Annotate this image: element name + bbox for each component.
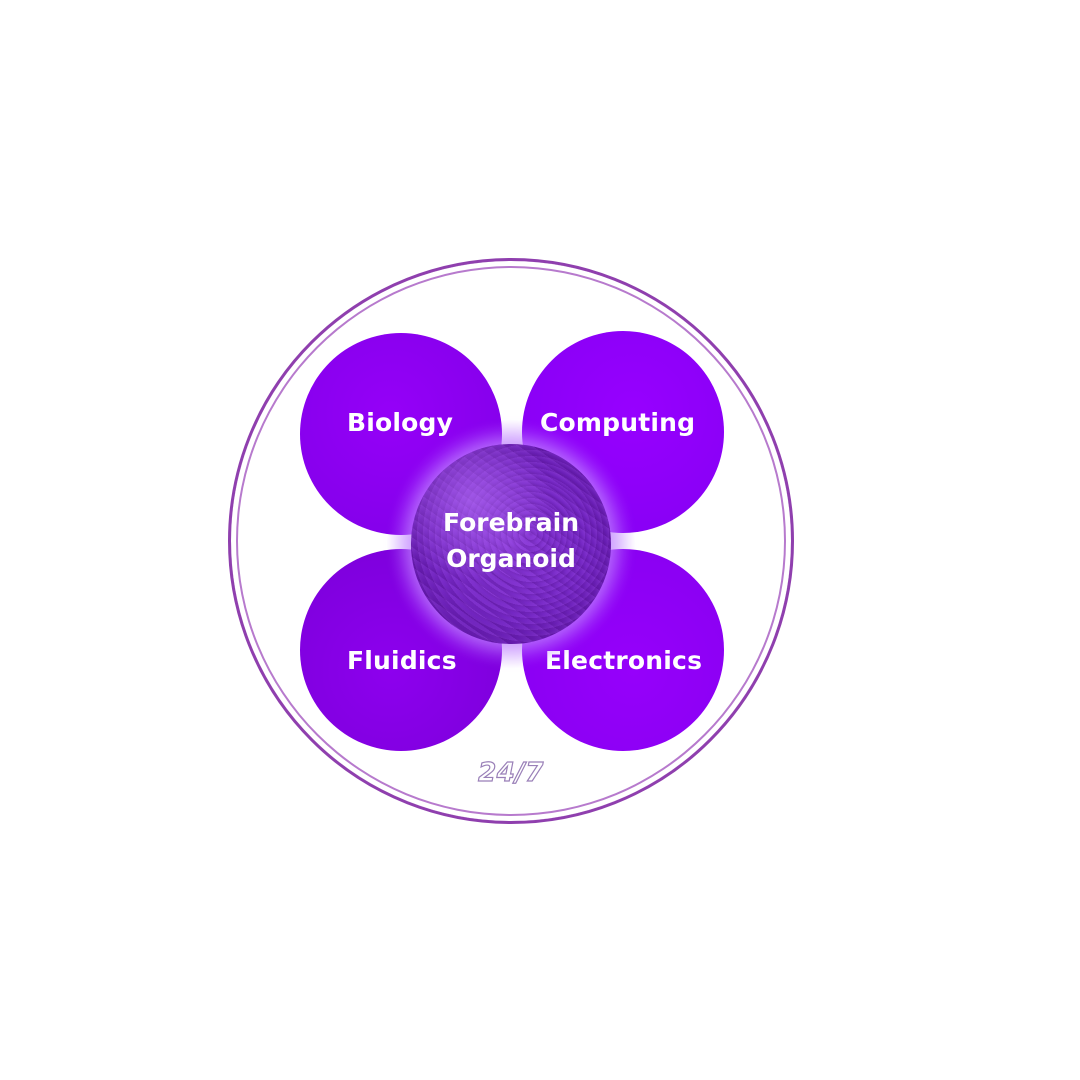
center-label-line1: Forebrain xyxy=(443,508,579,537)
footer-label: 24/7 xyxy=(478,757,544,788)
center-label: Forebrain Organoid xyxy=(411,505,611,577)
organoid-sphere-image xyxy=(411,444,611,644)
petal-label-biology: Biology xyxy=(347,408,454,437)
center-label-line2: Organoid xyxy=(446,544,576,573)
petal-label-fluidics: Fluidics xyxy=(347,646,457,675)
